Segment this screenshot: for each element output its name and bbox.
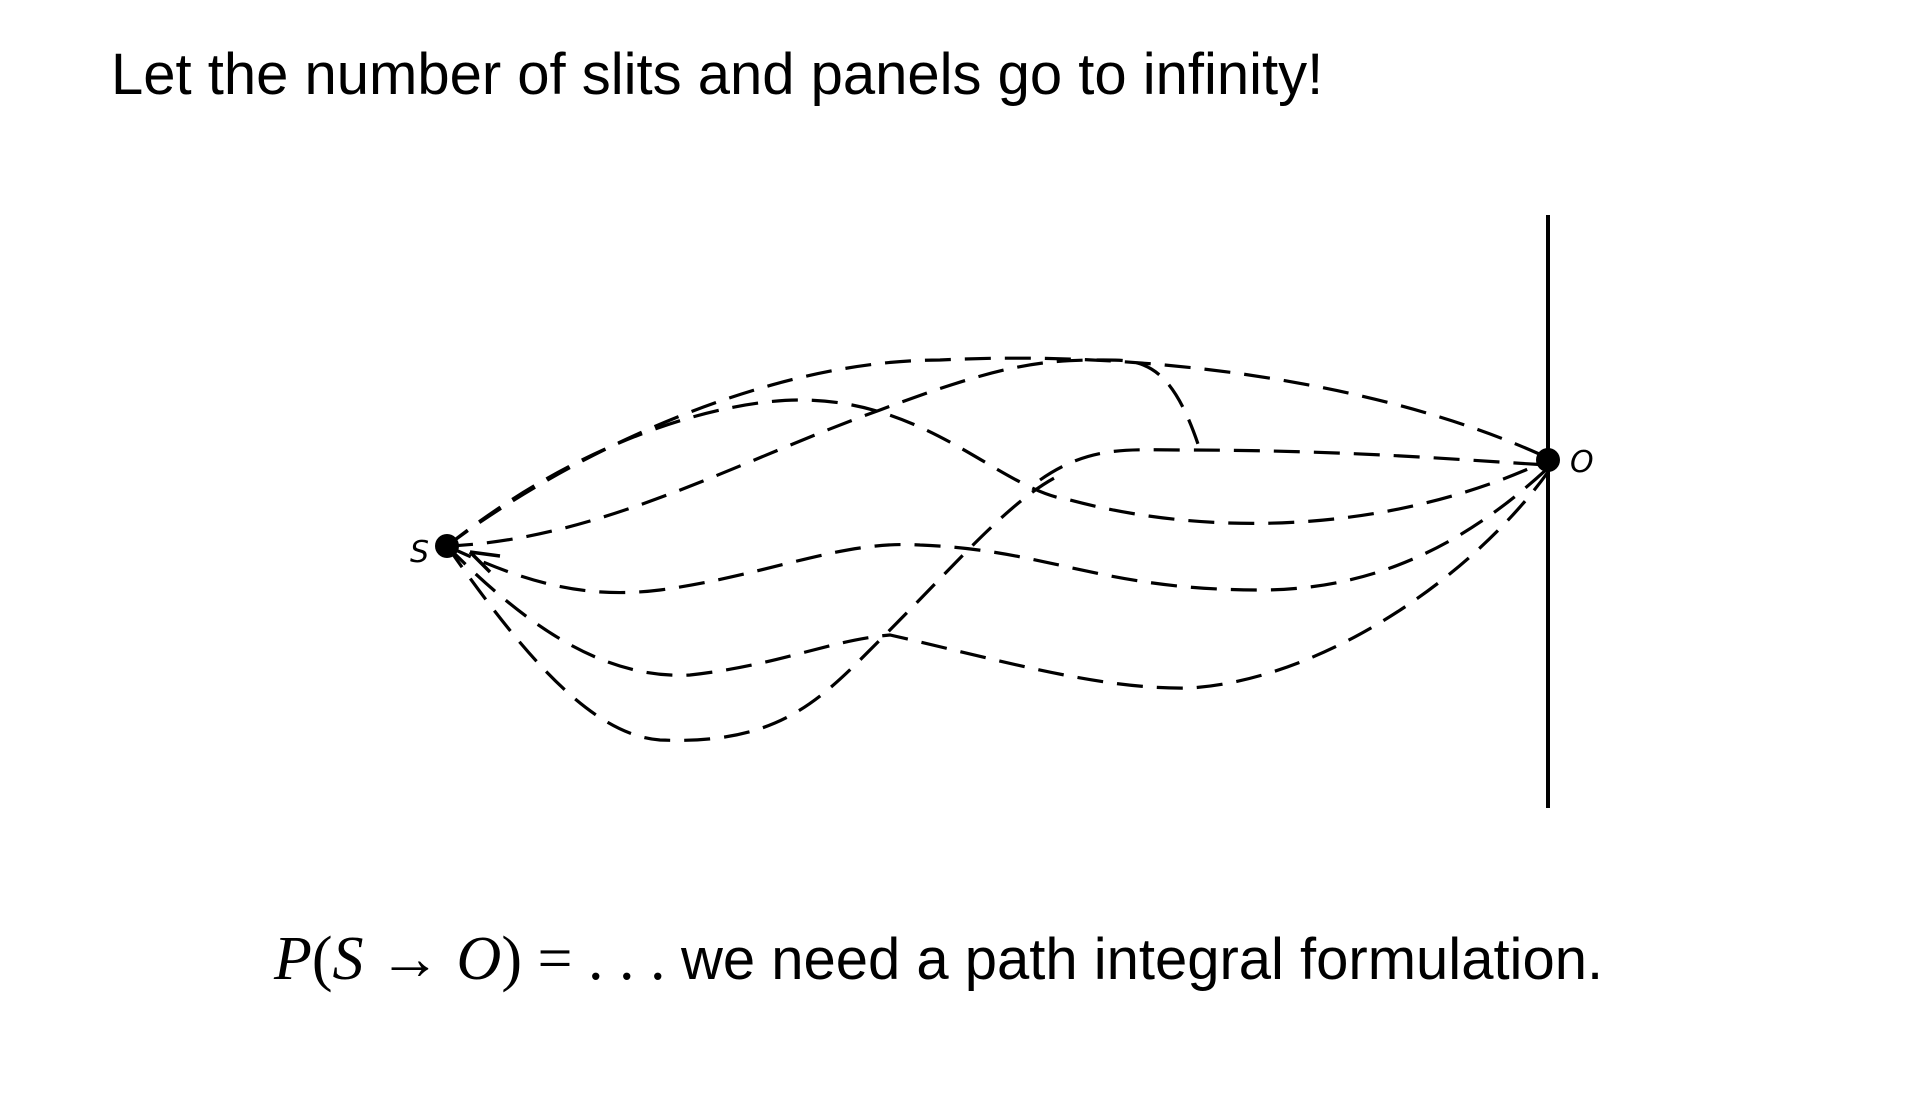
observer-label: O <box>1570 445 1594 480</box>
source-point <box>435 534 459 558</box>
formula-arrow: → <box>363 925 457 993</box>
path-middle <box>446 466 1550 595</box>
formula-p: P <box>274 925 312 993</box>
path-lower <box>445 471 1550 690</box>
formula-s: S <box>332 925 364 993</box>
formula-rparen: ) <box>501 925 522 993</box>
observer-point <box>1536 448 1560 472</box>
path-upper-crossing <box>446 398 1549 548</box>
path-top <box>446 356 1549 548</box>
arrow-head-icon <box>468 550 501 574</box>
formula-equals: = <box>521 925 588 993</box>
formula-math: P(S → O) = . . . <box>274 925 681 993</box>
path-upper-diagonal-tail <box>1039 448 1549 482</box>
slide-title: Let the number of slits and panels go to… <box>111 42 1324 107</box>
formula-lparen: ( <box>311 925 333 993</box>
formula-text: we need a path integral formulation. <box>680 927 1604 992</box>
path-bottom <box>445 473 1061 742</box>
formula-o: O <box>456 925 502 993</box>
path-upper-diagonal <box>446 358 1202 548</box>
source-label: S <box>410 535 429 570</box>
formula-line: P(S → O) = . . . we need a path integral… <box>274 922 1603 996</box>
formula-dots: . . . <box>587 925 681 993</box>
